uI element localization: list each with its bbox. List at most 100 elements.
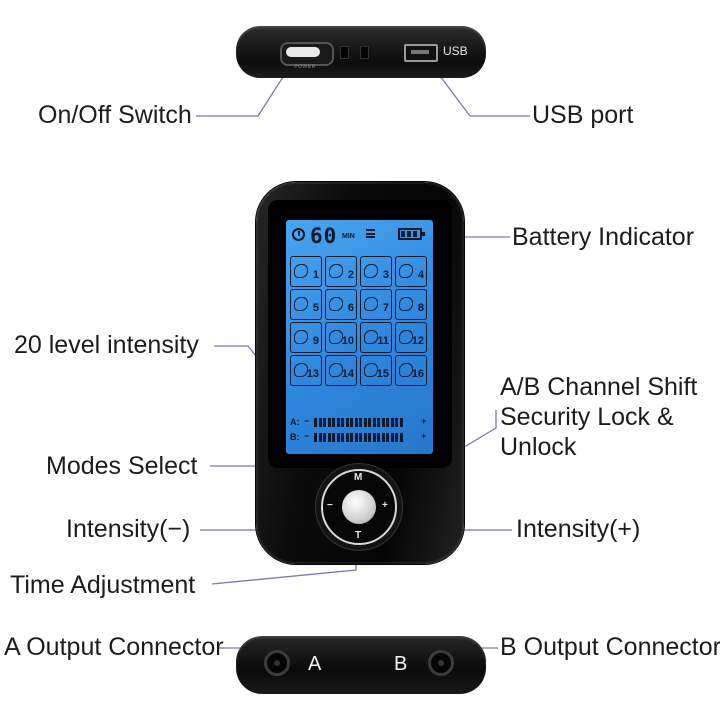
mode-body-icon (364, 330, 378, 344)
mode-body-icon (364, 297, 378, 311)
label-modes-select: Modes Select (46, 452, 198, 480)
mode-number: 10 (341, 335, 354, 347)
level-bar (354, 433, 358, 442)
channel-b-minus: − (304, 431, 310, 441)
label-time-adjustment: Time Adjustment (10, 571, 196, 599)
level-bar (314, 418, 317, 427)
usb-port[interactable] (404, 44, 438, 62)
mode-body-icon (399, 297, 413, 311)
label-channel-shift-1: A/B Channel Shift (500, 373, 698, 401)
level-bar (395, 433, 398, 442)
connector-a-label: A (308, 653, 322, 675)
level-bar (381, 418, 385, 427)
usb-text: USB (443, 44, 468, 58)
mode-body-icon (364, 363, 378, 377)
level-bar (318, 433, 322, 442)
mode-cell: 9 (290, 322, 322, 353)
level-bar (359, 418, 362, 427)
mode-cell: 10 (325, 322, 357, 353)
channel-a-label: A: (290, 417, 300, 427)
lock-icon (366, 229, 375, 238)
mode-cell: 4 (395, 256, 427, 287)
mode-body-icon (329, 264, 343, 278)
mode-body-icon (329, 297, 343, 311)
mode-cell: 5 (290, 289, 322, 320)
label-channel-shift-3: Unlock (500, 433, 577, 461)
mode-cell: 15 (360, 355, 392, 386)
channel-a-plus: + (421, 416, 427, 426)
level-bar (399, 418, 403, 427)
label-b-output: B Output Connector (500, 633, 720, 661)
mode-cell: 14 (325, 355, 357, 386)
intensity-minus-key[interactable]: − (327, 500, 333, 511)
level-bar (363, 433, 367, 442)
level-bar (336, 418, 340, 427)
output-jack-a[interactable] (264, 650, 290, 676)
level-bar (323, 418, 326, 427)
mode-number: 5 (312, 302, 319, 314)
device-top-edge: POWER USB (236, 26, 486, 78)
channel-b-row: B: − + (290, 431, 430, 442)
device-bottom-edge: A B (236, 636, 486, 694)
mode-body-icon (399, 363, 413, 377)
mode-number: 12 (411, 335, 424, 347)
level-bar (372, 418, 376, 427)
level-bar (327, 418, 331, 427)
level-bar (386, 433, 389, 442)
mode-cell: 8 (395, 289, 427, 320)
intensity-plus-key[interactable]: + (382, 500, 388, 511)
channel-shift-button[interactable] (342, 490, 376, 524)
mode-cell: 12 (395, 322, 427, 353)
label-intensity-plus: Intensity(+) (516, 515, 641, 543)
level-bar (372, 433, 376, 442)
level-bar (345, 433, 349, 442)
mode-body-icon (294, 363, 308, 377)
level-bar (363, 418, 367, 427)
level-bar (395, 418, 398, 427)
control-pad: M T − + (316, 464, 402, 550)
level-bar (390, 418, 394, 427)
mode-body-icon (399, 330, 413, 344)
level-bar (314, 433, 317, 442)
mode-cell: 1 (290, 256, 322, 287)
channel-b-level-bars (314, 433, 403, 442)
mode-number: 3 (382, 269, 389, 281)
power-switch-knob[interactable] (286, 47, 320, 57)
top-slot-mark (360, 46, 369, 59)
level-bar (354, 418, 358, 427)
mode-cell: 6 (325, 289, 357, 320)
channel-b-label: B: (290, 432, 300, 442)
level-bar (381, 433, 385, 442)
power-switch-text: POWER (294, 64, 316, 70)
mode-number: 2 (347, 269, 354, 281)
channel-a-minus: − (304, 416, 310, 426)
level-bar (332, 433, 335, 442)
level-bar (377, 418, 380, 427)
power-switch[interactable] (280, 42, 334, 66)
level-bar (341, 418, 344, 427)
mode-number: 7 (382, 302, 389, 314)
clock-icon (292, 228, 305, 241)
mode-key[interactable]: M (354, 472, 363, 483)
mode-cell: 13 (290, 355, 322, 386)
level-bar (336, 433, 340, 442)
mode-number: 6 (347, 302, 354, 314)
mode-body-icon (399, 264, 413, 278)
label-level-intensity: 20 level intensity (14, 331, 199, 359)
channel-a-level-bars (314, 418, 403, 427)
label-channel-shift-2: Security Lock & (500, 403, 674, 431)
label-on-off-switch: On/Off Switch (38, 101, 192, 129)
mode-body-icon (294, 297, 308, 311)
mode-number: 14 (341, 368, 354, 380)
mode-number: 15 (376, 368, 389, 380)
output-jack-b[interactable] (428, 650, 454, 676)
timer-unit: MIN (342, 233, 355, 240)
mode-number: 11 (377, 335, 389, 347)
label-usb-port: USB port (532, 101, 634, 129)
mode-body-icon (329, 330, 343, 344)
level-bar (332, 418, 335, 427)
time-key[interactable]: T (355, 530, 362, 541)
channel-b-plus: + (421, 431, 427, 441)
